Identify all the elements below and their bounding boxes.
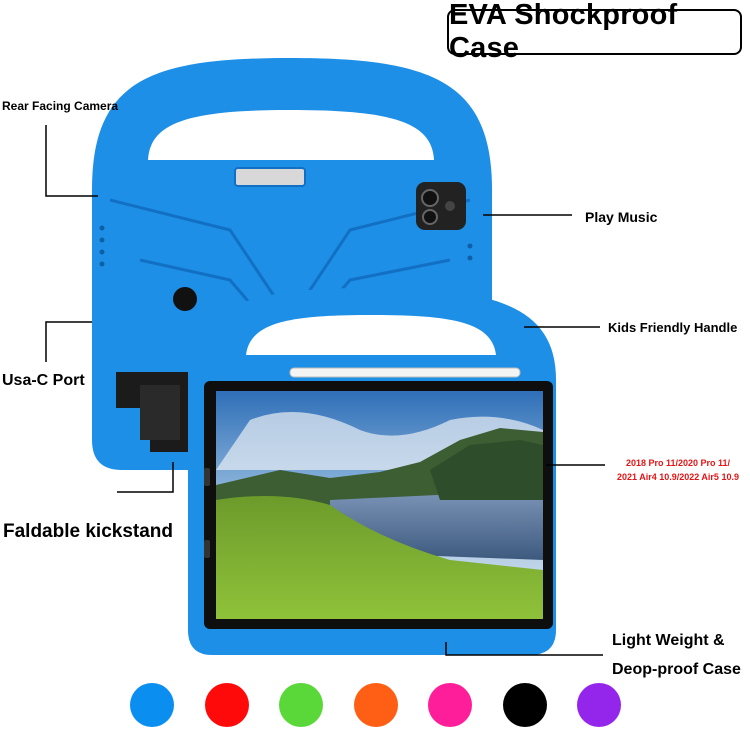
label-drop-proof: Deop-proof Case	[612, 661, 741, 678]
title-box: EVA Shockproof Case	[447, 0, 742, 64]
color-swatches	[0, 683, 750, 729]
front-case	[188, 288, 556, 655]
color-swatch-orange[interactable]	[353, 683, 398, 727]
label-kids-handle: Kids Friendly Handle	[608, 320, 738, 335]
label-play-music: Play Music	[585, 209, 658, 225]
color-swatch-purple[interactable]	[577, 683, 621, 727]
label-rear-camera: Rear Facing Camera	[2, 99, 119, 113]
label-usb-c: Usa-C Port	[2, 372, 85, 389]
models-line-1: 2018 Pro 11/2020 Pro 11/	[625, 458, 731, 468]
pointer-lines	[45, 125, 605, 656]
color-swatch-pink[interactable]	[428, 683, 472, 727]
models-line-2: 2021 Air4 10.9/2022 Air5 10.9	[617, 472, 739, 482]
color-swatch-green[interactable]	[279, 683, 323, 727]
color-swatch-blue[interactable]	[130, 683, 174, 727]
compatible-models: 2018 Pro 11/2020 Pro 11/ 2021 Air4 10.9/…	[606, 456, 750, 484]
camera-module	[416, 182, 466, 230]
label-kickstand: Faldable kickstand	[3, 521, 174, 542]
color-swatch-black[interactable]	[502, 683, 547, 727]
page-title: EVA Shockproof Case	[449, 0, 678, 64]
color-swatch-red[interactable]	[204, 683, 249, 727]
label-light-weight: Light Weight &	[612, 632, 725, 649]
